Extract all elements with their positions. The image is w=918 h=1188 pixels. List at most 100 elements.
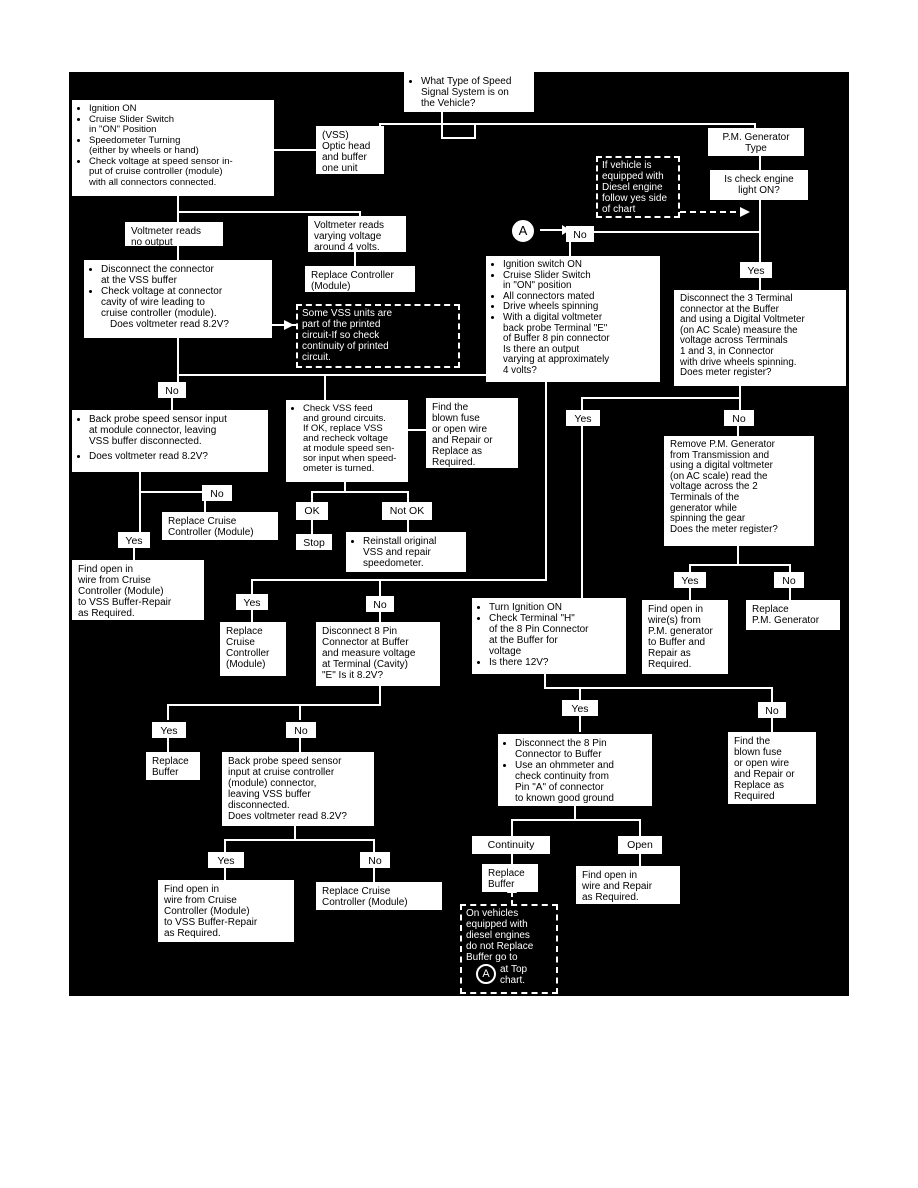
box-text: Find open in wire from Cruise Controller…	[78, 564, 172, 619]
no-label-8pin: No	[286, 722, 316, 738]
yes-label-12v: Yes	[562, 700, 598, 716]
blown-fuse-box-1: Find the blown fuse or open wire and Rep…	[426, 398, 518, 468]
box-text: Replace Buffer	[152, 756, 189, 778]
bullet-item: Is there 12V?	[489, 657, 620, 668]
bullet-item: Back probe speed sensor input at module …	[89, 414, 262, 447]
bullet-item: Turn Ignition ON	[489, 602, 620, 613]
replace-buffer-box-1: Replace Buffer	[146, 752, 200, 780]
check-vss-feed-box: Check VSS feed and ground circuits. If O…	[286, 400, 408, 482]
box-text: (VSS) Optic head and buffer one unit	[322, 130, 371, 174]
bullet-item: Disconnect the 8 Pin Connector to Buffer	[515, 738, 646, 760]
open-label: Open	[618, 836, 662, 854]
ok-label: OK	[296, 502, 328, 520]
three-terminal-box: Disconnect the 3 Terminal connector at t…	[674, 290, 846, 386]
yes-label-8pin: Yes	[152, 722, 186, 738]
note-marker-row: A at Top chart.	[466, 964, 552, 986]
bullet-item: Speedometer Turning (either by wheels or…	[89, 135, 268, 157]
no-label-vss-8v: No	[158, 382, 186, 398]
pm-generator-type-box: P.M. Generator Type	[708, 128, 804, 156]
box-text: Is check engine light ON?	[724, 174, 794, 196]
box-text: Find open in wire and Repair as Required…	[582, 870, 653, 903]
box-text: Back probe speed sensor input at cruise …	[228, 756, 347, 822]
box-text: Some VSS units are part of the printed c…	[302, 308, 393, 363]
yes-label-pm-output: Yes	[566, 410, 600, 426]
back-probe-module-box: Back probe speed sensor input at module …	[72, 410, 268, 472]
box-text: Find open in wire(s) from P.M. generator…	[648, 604, 713, 670]
bullet-item: Drive wheels spinning	[503, 302, 654, 313]
terminal-h-box: Turn Ignition ON Check Terminal "H" of t…	[472, 598, 626, 674]
replace-cruise-controller-box-1: Replace Cruise Controller (Module)	[162, 512, 278, 540]
note-lead: On vehicles equipped with diesel engines…	[466, 908, 534, 963]
disconnect-8pin-box: Disconnect 8 Pin Connector at Buffer and…	[316, 622, 440, 686]
note-tail: at Top chart.	[500, 964, 528, 986]
diesel-note-box: If vehicle is equipped with Diesel engin…	[596, 156, 680, 218]
disconnect-vss-buffer-box: Disconnect the connector at the VSS buff…	[84, 260, 272, 338]
box-text: Remove P.M. Generator from Transmission …	[670, 439, 778, 535]
diesel-buffer-note-box: On vehicles equipped with diesel engines…	[460, 904, 558, 994]
bullet-item: Cruise Slider Switch in "ON" position	[503, 270, 654, 292]
bullet-item: What Type of Speed Signal System is on t…	[421, 76, 528, 109]
box-text: Replace Cruise Controller (Module)	[322, 886, 408, 908]
reinstall-vss-box: Reinstall original VSS and repair speedo…	[346, 532, 466, 572]
bullet-item: Check voltage at connector cavity of wir…	[101, 286, 266, 319]
bullet-item: Check voltage at speed sensor in- put of…	[89, 156, 268, 189]
back-probe-controller-box: Back probe speed sensor input at cruise …	[222, 752, 374, 826]
bullet-item: Ignition ON	[89, 103, 268, 115]
bullet-item: Does voltmeter read 8.2V?	[89, 451, 262, 462]
box-text: Voltmeter reads no output	[131, 226, 202, 248]
box-text: Disconnect the 3 Terminal connector at t…	[680, 293, 805, 379]
bullet-item: Check VSS feed and ground circuits. If O…	[303, 404, 402, 474]
yes-label-pm-register: Yes	[674, 572, 706, 588]
box-text: Find open in wire from Cruise Controller…	[164, 884, 258, 939]
box-text: Replace Buffer	[488, 868, 525, 890]
bullet-item: All connectors mated	[503, 291, 654, 303]
box-question: Does voltmeter read 8.2V?	[110, 319, 229, 330]
vss-type-box: (VSS) Optic head and buffer one unit	[316, 126, 384, 174]
yes-label-back-probe: Yes	[118, 532, 150, 548]
continuity-label: Continuity	[472, 836, 550, 854]
find-open-pm-wire-box: Find open in wire(s) from P.M. generator…	[642, 600, 728, 674]
no-label-back-probe: No	[202, 485, 232, 501]
box-text: Replace Cruise Controller (Module)	[168, 516, 254, 538]
yes-label-loop: Yes	[236, 594, 268, 610]
speed-signal-question-box: What Type of Speed Signal System is on t…	[404, 72, 534, 112]
box-text: Replace P.M. Generator	[752, 604, 820, 626]
box-text: If vehicle is equipped with Diesel engin…	[602, 160, 668, 215]
marker-a-label: A	[518, 223, 528, 238]
bullet-item: Ignition switch ON	[503, 259, 654, 271]
replace-cruise-controller-box-2: Replace Cruise Controller (Module)	[220, 622, 286, 676]
bullet-item: Use an ohmmeter and check continuity fro…	[515, 760, 646, 804]
remove-pm-generator-box: Remove P.M. Generator from Transmission …	[664, 436, 814, 546]
box-text: Find the blown fuse or open wire and Rep…	[432, 402, 493, 468]
blown-fuse-box-2: Find the blown fuse or open wire and Rep…	[728, 732, 816, 804]
box-text: Replace Cruise Controller (Module)	[226, 626, 270, 670]
bullet-item: Check Terminal "H" of the 8 Pin Connecto…	[489, 613, 620, 657]
bullet-item: With a digital voltmeter back probe Term…	[503, 312, 654, 377]
find-open-wire-box-2: Find open in wire from Cruise Controller…	[158, 880, 294, 942]
no-output-box: Voltmeter reads no output	[125, 222, 223, 248]
no-label-check-engine: No	[566, 226, 594, 242]
marker-a-circle-small: A	[476, 964, 496, 984]
pm-ignition-checklist-box: Ignition switch ON Cruise Slider Switch …	[486, 256, 660, 382]
check-engine-light-box: Is check engine light ON?	[710, 170, 808, 200]
yes-label-check-engine: Yes	[740, 262, 772, 278]
box-text: Find the blown fuse or open wire and Rep…	[734, 736, 795, 802]
box-text: Replace Controller (Module)	[311, 270, 394, 292]
bullet-item: Cruise Slider Switch in "ON" Position	[89, 114, 268, 136]
stop-box: Stop	[296, 534, 332, 550]
replace-pm-generator-box: Replace P.M. Generator	[746, 600, 840, 630]
ohmmeter-check-box: Disconnect the 8 Pin Connector to Buffer…	[498, 734, 652, 806]
varying-voltage-box: Voltmeter reads varying voltage around 4…	[308, 216, 406, 253]
box-text: Voltmeter reads varying voltage around 4…	[314, 220, 385, 253]
replace-buffer-box-2: Replace Buffer	[482, 864, 538, 892]
printed-circuit-note-box: Some VSS units are part of the printed c…	[296, 304, 460, 368]
bullet-item: Disconnect the connector at the VSS buff…	[101, 264, 266, 286]
bullet-item: Reinstall original VSS and repair speedo…	[363, 536, 460, 569]
box-text: Disconnect 8 Pin Connector at Buffer and…	[322, 626, 416, 681]
no-label-12v: No	[758, 702, 786, 718]
no-label-controller: No	[360, 852, 390, 868]
replace-controller-box: Replace Controller (Module)	[305, 266, 415, 292]
no-label-three-terminal: No	[724, 410, 754, 426]
box-text: P.M. Generator Type	[722, 132, 790, 154]
